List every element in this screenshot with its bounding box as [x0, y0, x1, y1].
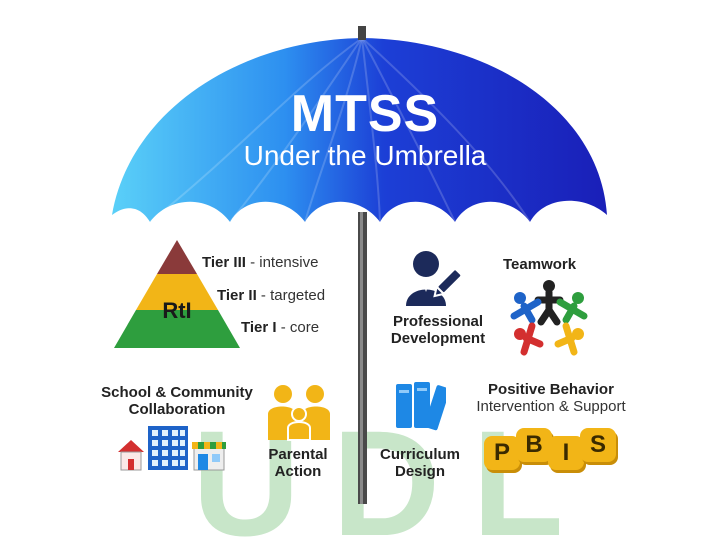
main-title: MTSS	[290, 85, 440, 143]
tier-i-label: Tier I - core	[241, 319, 319, 336]
tier-iii-band	[157, 240, 197, 274]
pbis-tile-s: S	[580, 428, 616, 462]
pbis-tile-i: I	[548, 436, 584, 470]
pbis-tile-b: B	[516, 428, 552, 462]
teacher-pen-icon	[406, 251, 463, 306]
school-community-line1: School & Community	[101, 384, 253, 401]
school-community-line2: Collaboration	[128, 401, 226, 418]
positive-behavior-line1: Positive Behavior	[488, 381, 614, 398]
teamwork-text: Teamwork	[503, 256, 577, 273]
tier-ii-label: Tier II - targeted	[217, 287, 325, 304]
curriculum-design-label: Curriculum Design	[370, 446, 470, 480]
tier-ii-band	[136, 274, 218, 310]
parental-action-line2: Action	[274, 463, 322, 480]
tier-i-band	[114, 310, 240, 348]
professional-development-label: Professional Development	[380, 313, 496, 347]
tier-ii-name: Tier II	[217, 287, 257, 304]
teamwork-label: Teamwork	[503, 256, 576, 273]
parental-action-line1: Parental	[268, 446, 328, 463]
community-buildings-icon	[118, 426, 226, 471]
parental-action-label: Parental Action	[256, 446, 340, 480]
school-community-label: School & Community Collaboration	[92, 384, 262, 418]
store-icon	[192, 442, 226, 471]
umbrella-canopy	[112, 38, 607, 222]
pbis-tile-p: P	[484, 436, 520, 470]
subtitle: Under the Umbrella	[243, 140, 487, 171]
office-building-icon	[148, 426, 188, 470]
parents-icon	[268, 385, 330, 441]
house-icon	[118, 440, 144, 471]
books-icon	[396, 382, 446, 431]
teamwork-circle-icon	[510, 280, 588, 356]
pd-line1: Professional	[392, 313, 484, 330]
udl-letter-l: L	[472, 399, 564, 540]
umbrella-tip	[358, 26, 366, 40]
curriculum-design-line1: Curriculum	[379, 446, 460, 463]
tier-iii-label: Tier III - intensive	[202, 254, 318, 271]
tier-i-desc: - core	[276, 319, 320, 336]
tier-iii-desc: - intensive	[245, 254, 319, 271]
curriculum-design-line2: Design	[394, 463, 445, 480]
tier-ii-desc: - targeted	[256, 287, 326, 304]
pd-line2: Development	[390, 330, 486, 347]
tier-i-name: Tier I	[241, 319, 277, 336]
rti-label: RtI	[162, 298, 191, 323]
tier-iii-name: Tier III	[202, 254, 246, 271]
positive-behavior-line2: Intervention & Support	[476, 398, 626, 415]
rti-pyramid: RtI	[114, 240, 240, 348]
positive-behavior-label: Positive Behavior Intervention & Support	[456, 381, 646, 415]
